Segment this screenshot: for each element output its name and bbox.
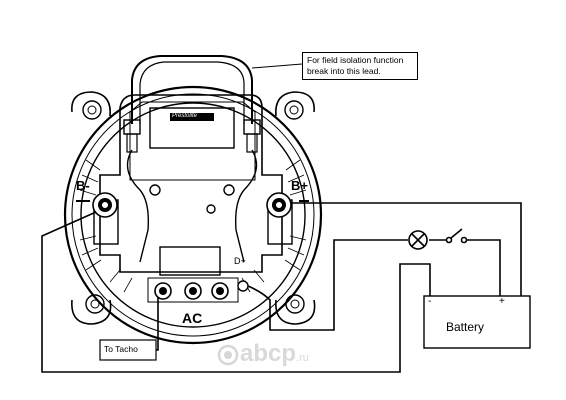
b-minus-label: B-	[76, 178, 90, 193]
field-isolation-note-line2: break into this lead.	[307, 66, 381, 76]
annotation-leader	[251, 63, 303, 69]
battery-label: Battery	[446, 320, 485, 334]
b-minus-lead	[41, 211, 431, 373]
regulator-nameplate	[149, 107, 235, 149]
field-connector-right	[243, 119, 261, 153]
mounting-lug-bottom-right	[275, 294, 316, 325]
cooling-fins	[79, 159, 307, 293]
alternator-body	[63, 55, 323, 345]
watermark-suffix: .ru	[296, 352, 309, 364]
field-connector-left	[123, 119, 141, 153]
battery-minus-sign: -	[428, 296, 432, 307]
tacho-box	[99, 339, 157, 361]
watermark-logo	[217, 344, 239, 366]
battery-box	[423, 295, 531, 349]
terminal-d-plus[interactable]	[237, 280, 249, 292]
mounting-lug-top-left	[71, 91, 111, 120]
tacho-label: To Tacho	[104, 344, 138, 354]
ignition-switch-icon[interactable]	[445, 228, 468, 244]
b-plus-lead	[291, 202, 522, 296]
d-plus-label: D+	[234, 256, 246, 266]
external-wiring	[41, 63, 522, 373]
watermark-main: abcp	[240, 340, 297, 367]
d-plus-lead	[247, 239, 408, 331]
tacho-lead	[156, 298, 159, 351]
field-isolation-lead	[131, 55, 253, 124]
center-screw	[206, 204, 216, 214]
terminal-b-plus[interactable]	[266, 192, 292, 218]
terminal-ac-2[interactable]	[184, 282, 202, 300]
warning-lamp-icon	[408, 230, 428, 250]
nameplate-text: Prestolite	[172, 113, 198, 119]
b-plus-label: B+	[291, 178, 308, 193]
mounting-lug-top-right	[275, 91, 315, 120]
regulator-block	[159, 246, 221, 276]
watermark-text: abcp.ru	[240, 340, 309, 368]
battery-plus-sign: +	[499, 296, 505, 307]
field-isolation-note: For field isolation function break into …	[302, 52, 418, 80]
terminal-ac-3[interactable]	[211, 282, 229, 300]
terminal-b-minus[interactable]	[92, 192, 118, 218]
field-isolation-note-line1: For field isolation function	[307, 55, 404, 65]
mounting-lug-bottom-left	[71, 294, 112, 325]
terminal-ac-1[interactable]	[154, 282, 172, 300]
ac-label: AC	[182, 310, 203, 326]
